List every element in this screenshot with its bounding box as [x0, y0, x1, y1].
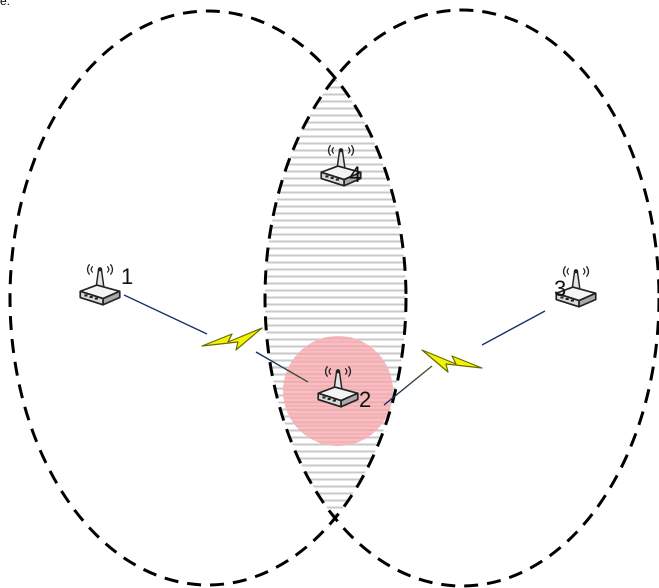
node-2: 2 [317, 365, 371, 412]
top-text: e: [0, 0, 11, 8]
node-2-label: 2 [359, 387, 371, 412]
node-4-label: 4 [349, 162, 361, 187]
node-3: 3 [554, 265, 597, 308]
node-4: 4 [320, 144, 362, 187]
link-1-2 [123, 294, 309, 383]
node-1-label: 1 [121, 264, 133, 289]
wireless-router-icon [79, 263, 121, 306]
range-left [8, 9, 408, 587]
link-3-2 [383, 310, 546, 406]
node-3-label: 3 [554, 276, 566, 301]
node-1: 1 [79, 263, 133, 306]
range-right [263, 8, 659, 588]
overlap-zone [265, 11, 406, 585]
